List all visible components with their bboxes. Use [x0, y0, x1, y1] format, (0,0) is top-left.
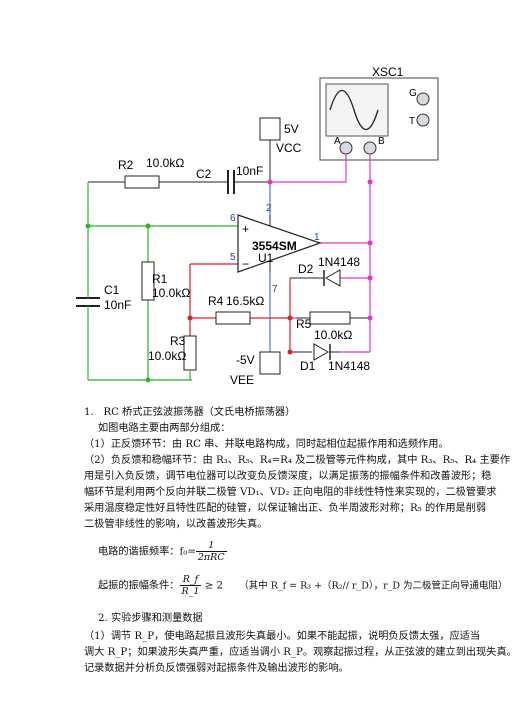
scope-b-label: B: [378, 136, 385, 147]
paragraph-intro: 如图电路主要由两部分组成：: [98, 423, 231, 434]
net-1: 1: [314, 232, 320, 243]
opamp-name: U1: [258, 251, 274, 265]
r3-value: 10.0kΩ: [148, 349, 186, 363]
heading-text: RC 桥式正弦波振荡器（文氏电桥振荡器）: [103, 407, 296, 418]
r2-value: 10.0kΩ: [146, 156, 184, 170]
paragraph-steps-1: （1）调节 R_P，使电路起振且波形失真最小。如果不能起振，说明负反馈太强，应适…: [84, 631, 481, 642]
oscilloscope-xsc1[interactable]: XSC1 G T A B: [319, 65, 439, 161]
net-5: 5: [230, 252, 236, 263]
junction-dots: [85, 179, 373, 383]
vcc-value: 5V: [284, 122, 299, 136]
opamp-model: 3554SM: [252, 239, 297, 253]
section-heading: 1. RC 桥式正弦波振荡器（文氏电桥振荡器）: [84, 404, 295, 421]
resistor-r4[interactable]: R4 16.5kΩ: [208, 294, 264, 325]
paragraph-negative-feedback-3: 幅环节是利用两个反向并联二极管 VD₁、VD₂ 正向电阻的非线性特性来实现的，二…: [84, 487, 497, 498]
scope-g-label: G: [409, 88, 417, 99]
scope-name-label: XSC1: [372, 65, 404, 79]
r4-value: 16.5kΩ: [226, 294, 264, 308]
opamp-plus: +: [242, 222, 249, 236]
r2-name: R2: [118, 158, 134, 172]
capacitor-c2[interactable]: C2 10nF: [196, 164, 263, 194]
formula-amplitude-prefix: 起振的振幅条件：: [98, 580, 180, 592]
net-6: 6: [230, 213, 236, 224]
paragraph-negative-feedback-1: （2）负反馈和稳幅环节：由 R₃、R₅、R₄=R₄ 及二极管等元件构成，其中 R…: [84, 455, 511, 466]
wires-magenta: [290, 243, 371, 353]
page: XSC1 G T A B 5V VCC: [76, 65, 517, 674]
c2-value: 10nF: [236, 164, 263, 178]
c2-name: C2: [196, 167, 212, 181]
scope-terminal-g[interactable]: [416, 92, 430, 106]
vcc-symbol: [259, 117, 281, 141]
formula-amplitude-note: （其中 R_f = R₃ +（R₂// r_D），r_D 为二极管正向导通电阻）: [239, 580, 508, 592]
formula-frequency-prefix: 电路的谐振频率：f₀=: [98, 546, 196, 558]
section-heading-2: 2. 实验步骤和测量数据: [98, 613, 203, 624]
scope-sine-trace: [329, 89, 379, 131]
scope-t-label: T: [409, 116, 415, 127]
c1-name: C1: [104, 283, 120, 297]
wires-green: [87, 182, 238, 381]
d2-value: 1N4148: [318, 255, 360, 269]
scope-terminal-a[interactable]: [339, 141, 353, 155]
r1-name: R1: [152, 272, 168, 286]
r4-name: R4: [208, 294, 224, 308]
opamp-minus: −: [242, 257, 249, 271]
paragraph-negative-feedback-4: 采用温度稳定性好且特性匹配的硅管，以保证输出正、负半周波形对称；R₅ 的作用是削…: [84, 503, 487, 514]
diode-d2[interactable]: D2 1N4148: [298, 255, 360, 287]
formula-amplitude-suffix: ≥ 2: [204, 580, 223, 592]
scope-screen: [325, 83, 389, 137]
vee-supply: -5V VEE: [230, 300, 281, 387]
heading-number: 1.: [84, 407, 94, 418]
paragraph-positive-feedback: （1）正反馈环节：由 RC 串、并联电路构成，同时起相位起振作用和选频作用。: [84, 439, 449, 450]
opamp-u1[interactable]: + − 3554SM U1 2 6 5 1 7: [230, 203, 322, 295]
net-7: 7: [272, 284, 278, 295]
circuit-schematic: XSC1 G T A B 5V VCC: [76, 65, 439, 387]
wires-diodes: [290, 277, 370, 353]
d2-name: D2: [298, 262, 314, 276]
scope-terminal-b[interactable]: [363, 141, 377, 155]
c1-value: 10nF: [104, 298, 131, 312]
wires-red: [189, 263, 291, 352]
d1-value: 1N4148: [328, 359, 370, 373]
paragraph-steps-3: 记录数据并分析负反馈强弱对起振条件及输出波形的影响。: [84, 663, 349, 674]
vcc-supply: 5V VCC: [259, 117, 302, 155]
vee-label: VEE: [230, 373, 254, 387]
vee-symbol: [259, 351, 281, 375]
diode-d1[interactable]: D1 1N4148: [300, 343, 370, 373]
d1-name: D1: [300, 359, 316, 373]
paragraph-steps-2: 调大 R_P；如果波形失真严重，应适当调小 R_P。观察起振过程，从正弦波的建立…: [84, 647, 517, 658]
paragraph-negative-feedback-2: 用是引入负反馈，调节电位器可以改变负反馈深度，以满足振荡的振幅条件和改善波形；稳: [84, 471, 492, 482]
vee-value: -5V: [236, 353, 255, 367]
resistor-r1[interactable]: R1 10.0kΩ: [141, 261, 190, 301]
resistor-r3[interactable]: R3 10.0kΩ: [148, 334, 197, 380]
scope-terminal-t[interactable]: [416, 113, 430, 127]
net-2: 2: [266, 203, 272, 214]
r1-value: 10.0kΩ: [152, 286, 190, 300]
paragraph-negative-feedback-5: 二极管非线性的影响，以改善波形失真。: [84, 519, 268, 530]
resistor-r2[interactable]: R2 10.0kΩ: [118, 156, 184, 189]
scope-leads: [270, 154, 371, 244]
vcc-label: VCC: [276, 141, 302, 155]
r5-name: R5: [296, 317, 312, 331]
resistor-r5[interactable]: R5 10.0kΩ: [296, 311, 352, 342]
scope-a-label: A: [334, 136, 341, 147]
r5-value: 10.0kΩ: [314, 328, 352, 342]
r3-name: R3: [170, 334, 186, 348]
capacitor-c1[interactable]: C1 10nF: [76, 283, 131, 318]
